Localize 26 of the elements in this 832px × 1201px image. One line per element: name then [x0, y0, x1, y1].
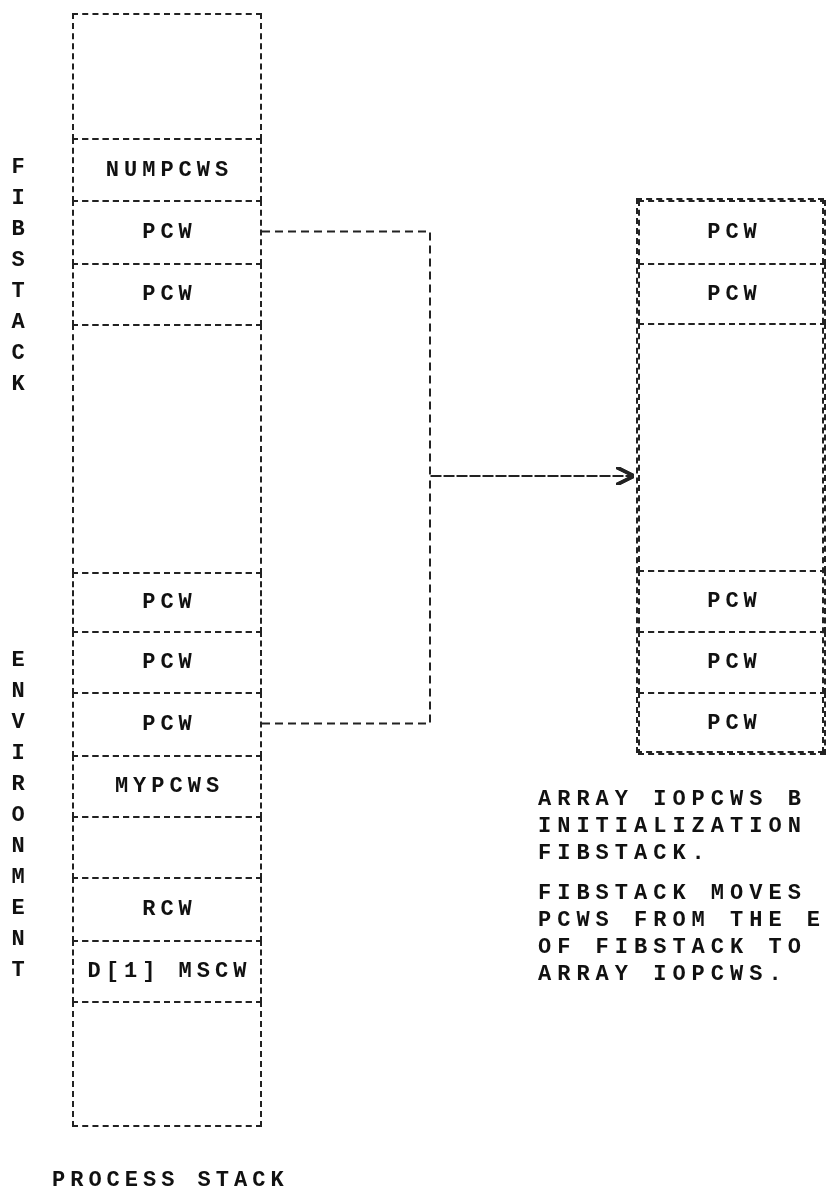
vertical-label: ENVIRONMENT: [10, 647, 26, 985]
note-text: ARRAY IOPCWS B INITIALIZATION FIBSTACK.: [538, 786, 808, 867]
empty-stack-cell: [72, 13, 262, 140]
stack-cell: PCW: [638, 631, 826, 694]
arrow: [261, 465, 636, 725]
vertical-label: FIBSTACK: [10, 154, 26, 399]
stack-cell: PCW: [638, 692, 826, 755]
stack-cell: MYPCWS: [72, 755, 262, 818]
note-text: FIBSTACK MOVES PCWS FROM THE E OF FIBSTACK TO ARRAY IOPCWS.: [538, 880, 828, 988]
empty-stack-cell: [638, 323, 826, 572]
stack-cell: D[1] MSCW: [72, 940, 262, 1003]
stack-cell: PCW: [638, 200, 826, 265]
stack-cell: PCW: [638, 263, 826, 325]
stack-cell: PCW: [72, 631, 262, 694]
stack-cell: PCW: [72, 263, 262, 326]
empty-stack-cell: [72, 1001, 262, 1127]
empty-stack-cell: [72, 816, 262, 879]
stack-cell: NUMPCWS: [72, 138, 262, 202]
stack-cell: PCW: [72, 572, 262, 633]
stack-cell: RCW: [72, 877, 262, 942]
stack-cell: PCW: [72, 200, 262, 265]
stack-cell: PCW: [72, 692, 262, 757]
stack-caption: PROCESS STACK: [52, 1168, 289, 1193]
empty-stack-cell: [72, 324, 262, 574]
array-column: [636, 198, 824, 753]
stack-cell: PCW: [638, 570, 826, 633]
